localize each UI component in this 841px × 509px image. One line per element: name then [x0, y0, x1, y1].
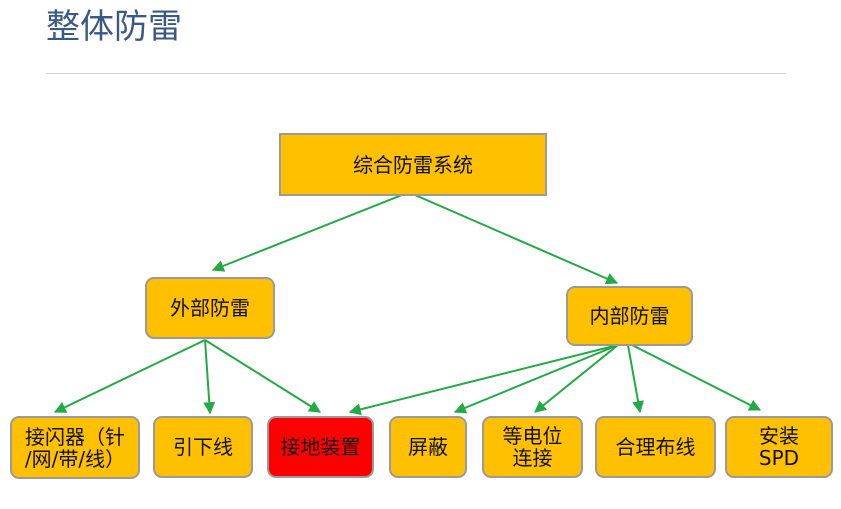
node-label: 安装 SPD	[758, 424, 800, 470]
node-down-conductor: 引下线	[153, 416, 253, 478]
node-grounding-device: 接地装置	[267, 416, 374, 478]
arrow-internal-to-grounding	[348, 344, 619, 416]
node-internal-protection: 内部防雷	[566, 286, 693, 346]
arrow-internal-to-wiring	[627, 344, 645, 414]
node-label: 引下线	[173, 435, 233, 459]
node-label: 合理布线	[615, 435, 696, 459]
node-label: 屏蔽	[408, 435, 448, 459]
node-label: 接闪器（针 /网/带/线）	[24, 424, 126, 471]
arrow-root-to-external	[211, 194, 403, 272]
node-air-terminal: 接闪器（针 /网/带/线）	[10, 416, 140, 479]
arrow-internal-to-spd	[631, 344, 762, 411]
arrow-external-to-down-conductor	[203, 339, 216, 415]
arrow-external-to-air-terminal	[53, 339, 206, 413]
arrow-root-to-internal	[414, 194, 619, 285]
arrow-internal-to-shielding	[453, 344, 619, 414]
node-label: 接地装置	[280, 435, 361, 459]
arrow-internal-to-bonding	[534, 344, 619, 413]
node-label: 等电位 连接	[502, 424, 563, 470]
node-external-protection: 外部防雷	[145, 277, 275, 339]
node-install-spd: 安装 SPD	[725, 416, 833, 478]
arrow-external-to-grounding	[204, 339, 322, 413]
node-label: 外部防雷	[170, 296, 250, 320]
node-proper-wiring: 合理布线	[595, 416, 716, 478]
page-title: 整体防雷	[46, 7, 182, 47]
title-divider	[46, 73, 786, 74]
node-label: 综合防雷系统	[353, 152, 473, 177]
node-equipotential-bonding: 等电位 连接	[482, 416, 583, 478]
node-label: 内部防雷	[589, 304, 670, 328]
node-comprehensive-protection: 综合防雷系统	[279, 133, 547, 196]
node-shielding: 屏蔽	[389, 416, 467, 478]
